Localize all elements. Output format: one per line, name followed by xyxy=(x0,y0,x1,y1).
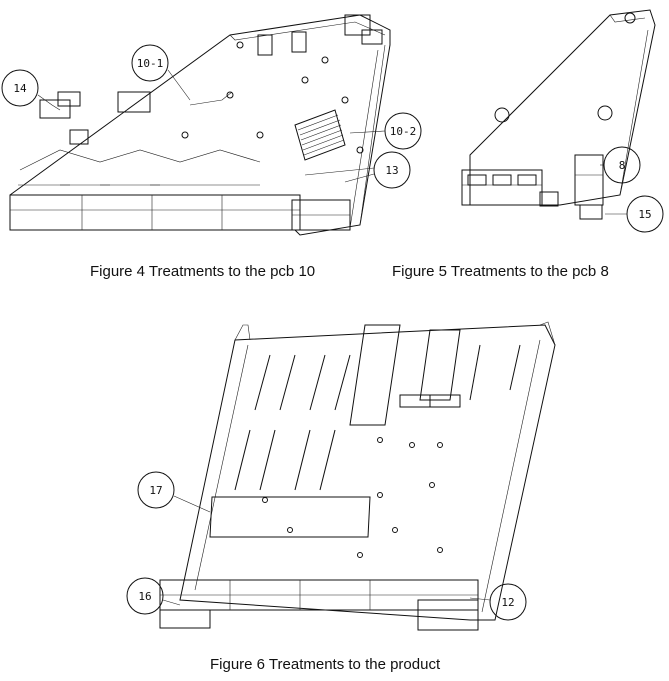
figure-4-drawing xyxy=(1,14,422,236)
figure-5-drawing xyxy=(461,9,664,233)
figure-6-drawing xyxy=(126,321,556,631)
callout-14: 14 xyxy=(13,82,27,95)
figure-6-caption: Figure 6 Treatments to the product xyxy=(210,656,441,673)
callout-10-1: 10-1 xyxy=(137,57,164,70)
callout-12: 12 xyxy=(501,596,514,609)
callout-13: 13 xyxy=(385,164,398,177)
callout-15: 15 xyxy=(638,208,651,221)
heatsink xyxy=(294,109,346,161)
figure-4-caption: Figure 4 Treatments to the pcb 10 xyxy=(90,263,316,280)
callout-10-2: 10-2 xyxy=(390,125,417,138)
figure-5-caption: Figure 5 Treatments to the pcb 8 xyxy=(392,263,609,280)
callout-8: 8 xyxy=(619,159,626,172)
callout-16: 16 xyxy=(138,590,151,603)
callout-17: 17 xyxy=(149,484,162,497)
